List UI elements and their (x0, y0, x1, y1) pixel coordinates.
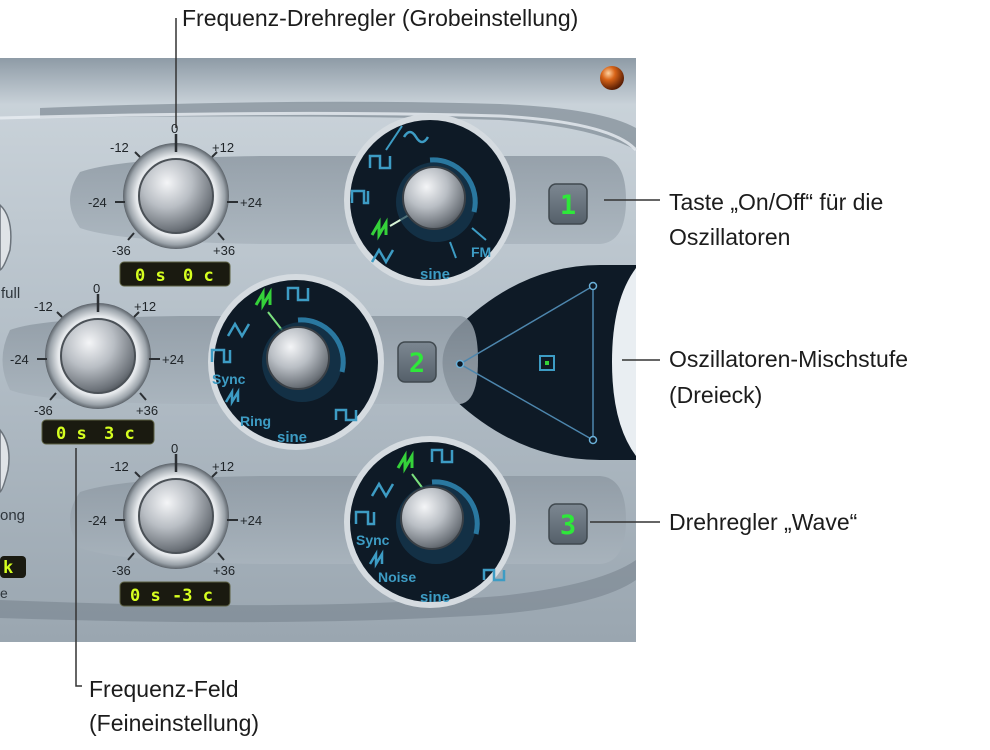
callout-coarse-frequency: Frequenz-Drehregler (Grobeinstellung) (182, 5, 579, 31)
triangle-wave-icon (226, 321, 251, 339)
osc1-number: 1 (560, 190, 576, 221)
square-wave-icon (430, 448, 454, 464)
osc2-wave-knob[interactable] (266, 326, 330, 390)
pulse-wave-icon (350, 189, 370, 205)
osc2-scale-m24: -24 (10, 352, 29, 367)
pulse-wave-icon (210, 348, 232, 364)
left-lcd-text: k (3, 558, 13, 578)
osc1-scale-p12: +12 (212, 140, 234, 155)
osc1-scale-m12: -12 (110, 140, 129, 155)
osc1-fm-label: FM (471, 244, 491, 260)
osc1-scale-m24: -24 (88, 195, 107, 210)
osc1-lcd-cents: 0 c (183, 266, 214, 286)
osc1-scale-m36: -36 (112, 243, 131, 258)
osc3-lcd-semitones: 0 s (130, 586, 161, 606)
osc2-scale-m12: -12 (34, 299, 53, 314)
callout-fine-line2: (Feineinstellung) (89, 710, 260, 736)
osc3-scale-p12: +12 (212, 459, 234, 474)
mix-handle[interactable] (539, 355, 555, 371)
callout-wave-knob: Drehregler „Wave“ (669, 509, 858, 535)
osc1-on-off-button[interactable]: 1 (548, 183, 588, 225)
osc2-scale-p24: +24 (162, 352, 184, 367)
osc1-scale-p24: +24 (240, 195, 262, 210)
osc3-number: 3 (560, 510, 576, 541)
osc3-coarse-frequency-knob[interactable] (115, 454, 238, 569)
osc2-ring-label: Ring (240, 413, 271, 429)
left-full-label: full (1, 285, 20, 302)
pulse-wave-icon (354, 510, 376, 526)
oscillator-mix-triangle[interactable] (455, 281, 598, 445)
osc3-fine-frequency-field[interactable]: 0 s -3 c (119, 581, 231, 607)
osc2-wave-display: Sync Ring sine (208, 274, 384, 450)
osc2-lcd-semitones: 0 s (56, 424, 87, 444)
osc1-sine-label: sine (420, 266, 450, 283)
osc2-scale-0: 0 (93, 281, 100, 296)
osc2-scale-m36: -36 (34, 403, 53, 418)
osc2-fine-frequency-field[interactable]: 0 s 3 c (41, 419, 155, 445)
osc1-lcd-semitones: 0 s (135, 266, 166, 286)
callout-fine-line1: Frequenz-Feld (89, 676, 239, 702)
osc2-coarse-frequency-knob[interactable] (37, 294, 160, 409)
callout-onoff-line2: Oszillatoren (669, 224, 791, 250)
osc2-sine-label: sine (277, 429, 307, 446)
osc3-noise-label: Noise (378, 569, 416, 585)
osc3-lcd-cents: -3 c (172, 586, 213, 606)
osc1-coarse-frequency-knob[interactable] (115, 134, 238, 249)
osc3-on-off-button[interactable]: 3 (548, 503, 588, 545)
sine-wave-icon (402, 130, 430, 144)
left-long-label: ong (0, 507, 25, 524)
sawtooth-wave-icon (370, 217, 388, 241)
osc3-scale-p36: +36 (213, 563, 235, 578)
triangle-wave-icon (370, 481, 395, 499)
osc3-scale-m24: -24 (88, 513, 107, 528)
osc3-scale-m12: -12 (110, 459, 129, 474)
osc1-wave-display: FM sine (344, 114, 516, 286)
power-led-icon (600, 66, 624, 90)
osc3-scale-m36: -36 (112, 563, 131, 578)
left-small-label: e (0, 585, 8, 601)
osc3-wave-knob[interactable] (400, 486, 464, 550)
osc3-scale-p24: +24 (240, 513, 262, 528)
osc3-scale-0: 0 (171, 441, 178, 456)
left-lcd-fragment (0, 556, 26, 578)
triangle-wave-icon (370, 247, 395, 265)
osc1-wave-knob[interactable] (402, 166, 466, 230)
callout-mixer-line2: (Dreieck) (669, 382, 763, 408)
osc1-fine-frequency-field[interactable]: 0 s 0 c (119, 261, 231, 287)
osc3-sync-label: Sync (356, 532, 390, 548)
square-wave-icon (286, 286, 310, 302)
sawtooth-wave-icon (254, 287, 272, 311)
osc3-wave-display: Sync Noise sine (344, 436, 516, 608)
square-wave-icon (368, 154, 392, 170)
osc1-scale-p36: +36 (213, 243, 235, 258)
callout-lines (75, 18, 660, 687)
callout-onoff-line1: Taste „On/Off“ für die (669, 189, 884, 215)
callout-mixer-line1: Oszillatoren-Mischstufe (669, 346, 909, 372)
osc2-scale-p36: +36 (136, 403, 158, 418)
sawtooth-wave-icon (396, 450, 414, 474)
osc2-scale-p12: +12 (134, 299, 156, 314)
osc2-on-off-button[interactable]: 2 (397, 341, 437, 383)
osc1-scale-0: 0 (171, 121, 178, 136)
osc2-number: 2 (409, 348, 425, 379)
osc2-lcd-cents: 3 c (104, 424, 135, 444)
knob-scale-labels: 0 -12 +12 -24 +24 -36 +36 0 -12 +12 -24 … (0, 121, 262, 601)
osc3-sine-label: sine (420, 589, 450, 606)
osc2-sync-label: Sync (212, 371, 246, 387)
